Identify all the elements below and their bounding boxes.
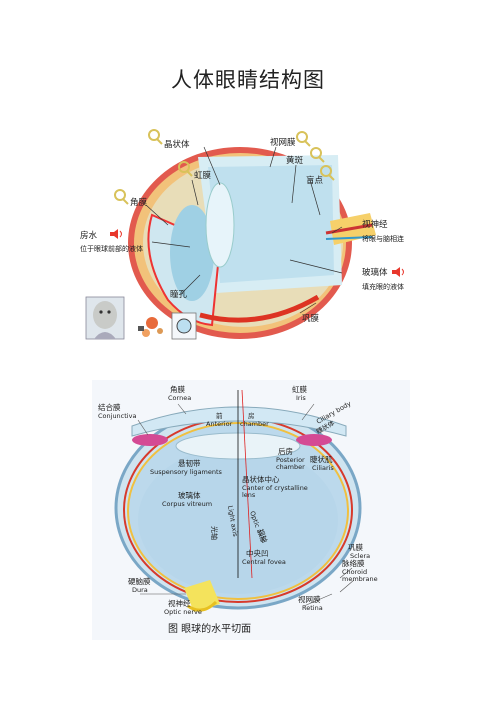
label-sclera: 巩膜 [302, 313, 320, 324]
label-vitreous: 玻璃体 [362, 267, 388, 278]
figure-caption: 图 眼球的水平切面 [168, 622, 251, 635]
label-optic-nerve: 视神经 [362, 219, 388, 230]
magnifier-icon[interactable] [114, 189, 129, 205]
label-choroid-en2: membrane [342, 575, 378, 583]
label-sclera-en: Sclera [350, 552, 370, 560]
label-optic-nerve-desc: 将眼与脑相连 [362, 234, 404, 243]
label-sclera-cn: 巩膜 [348, 542, 363, 552]
label-lens-center-cn: 晶状体中心 [242, 474, 280, 484]
magnifier-icon[interactable] [296, 131, 311, 147]
label-lens-center-en2: lens [242, 491, 256, 499]
label-retina-en: Retina [302, 604, 323, 612]
magnifier-icon[interactable] [148, 129, 163, 145]
label-retina: 视网膜 [270, 137, 296, 148]
eye-section-figure: 角膜 Cornea 虹膜 Iris 结合膜 Conjunctiva 前 Ante… [92, 380, 410, 640]
label-choroid-en1: Choroid [342, 568, 367, 576]
label-suspensory-en: Suspensory ligaments [150, 468, 223, 476]
label-blind-spot: 盲点 [306, 175, 324, 186]
label-cilium-cn: 睫状肌 [310, 454, 333, 464]
eyeball-illustration [128, 147, 376, 339]
label-cornea-cn: 角膜 [170, 384, 185, 394]
label-conjunctiva-cn: 结合膜 [98, 402, 121, 412]
label-posterior-en2: chamber [276, 463, 305, 471]
label-iris-en: Iris [296, 394, 306, 402]
label-anterior-cn: 前 [216, 411, 223, 420]
label-posterior-cn: 后房 [278, 446, 293, 456]
label-vitreous-desc: 填充眼的液体 [362, 282, 404, 291]
magnifier-icons [114, 129, 335, 205]
label-dura-en: Dura [132, 586, 148, 594]
magnifier-icon[interactable] [178, 161, 193, 177]
eye-cutaway-figure: 晶状体 虹膜 角膜 房水 位于眼球前部的液体 瞳孔 视网膜 黄斑 盲点 视神经 … [80, 129, 404, 340]
label-cornea: 角膜 [130, 197, 148, 208]
label-chamber-cn: 房 [248, 411, 255, 420]
label-optic-nerve-en: Optic nerve [164, 608, 202, 616]
label-iris: 虹膜 [194, 170, 212, 181]
label-optic-nerve-cn: 视神经 [168, 598, 191, 608]
leader-lines [145, 146, 343, 314]
label-lens-center-en1: Canter of crystalline [242, 484, 308, 492]
thumbnail-strip [85, 296, 197, 340]
label-choroid-cn: 脉络膜 [342, 558, 365, 568]
page-title: 人体眼睛结构图 [171, 68, 325, 92]
label-aqueous-desc: 位于眼球前部的液体 [80, 244, 143, 253]
label-vitreous-en: Corpus vitreum [162, 500, 212, 508]
magnifier-icon[interactable] [310, 147, 325, 163]
label-iris-cn: 虹膜 [292, 384, 307, 394]
label-vitreous-cn: 玻璃体 [178, 490, 201, 500]
label-chamber-en: chamber [240, 420, 269, 428]
label-aqueous: 房水 [80, 230, 98, 241]
light-axis-line [241, 389, 253, 579]
label-posterior-en1: Posterior [276, 456, 305, 464]
label-cilium-en: Ciliaris [312, 464, 334, 472]
label-dura-cn: 硬脑膜 [128, 576, 151, 586]
label-fovea-en: Central fovea [242, 558, 286, 566]
speaker-icon[interactable] [392, 267, 404, 277]
magnifier-icon[interactable] [320, 165, 335, 181]
label-lens: 晶状体 [164, 139, 190, 150]
label-retina-cn: 视网膜 [298, 594, 321, 604]
label-pupil: 瞳孔 [170, 289, 188, 300]
label-anterior-en: Anterior [206, 420, 233, 428]
speaker-icon[interactable] [110, 229, 122, 239]
label-cornea-en: Cornea [168, 394, 191, 402]
label-suspensory-cn: 悬韧带 [178, 458, 201, 468]
label-fovea: 黄斑 [286, 155, 304, 166]
label-conjunctiva-en: Conjunctiva [98, 412, 136, 420]
dissection-thumbnail[interactable] [138, 317, 163, 337]
label-fovea-cn: 中央凹 [246, 548, 269, 558]
label-light-axis-cn: 光轴 [210, 526, 219, 540]
